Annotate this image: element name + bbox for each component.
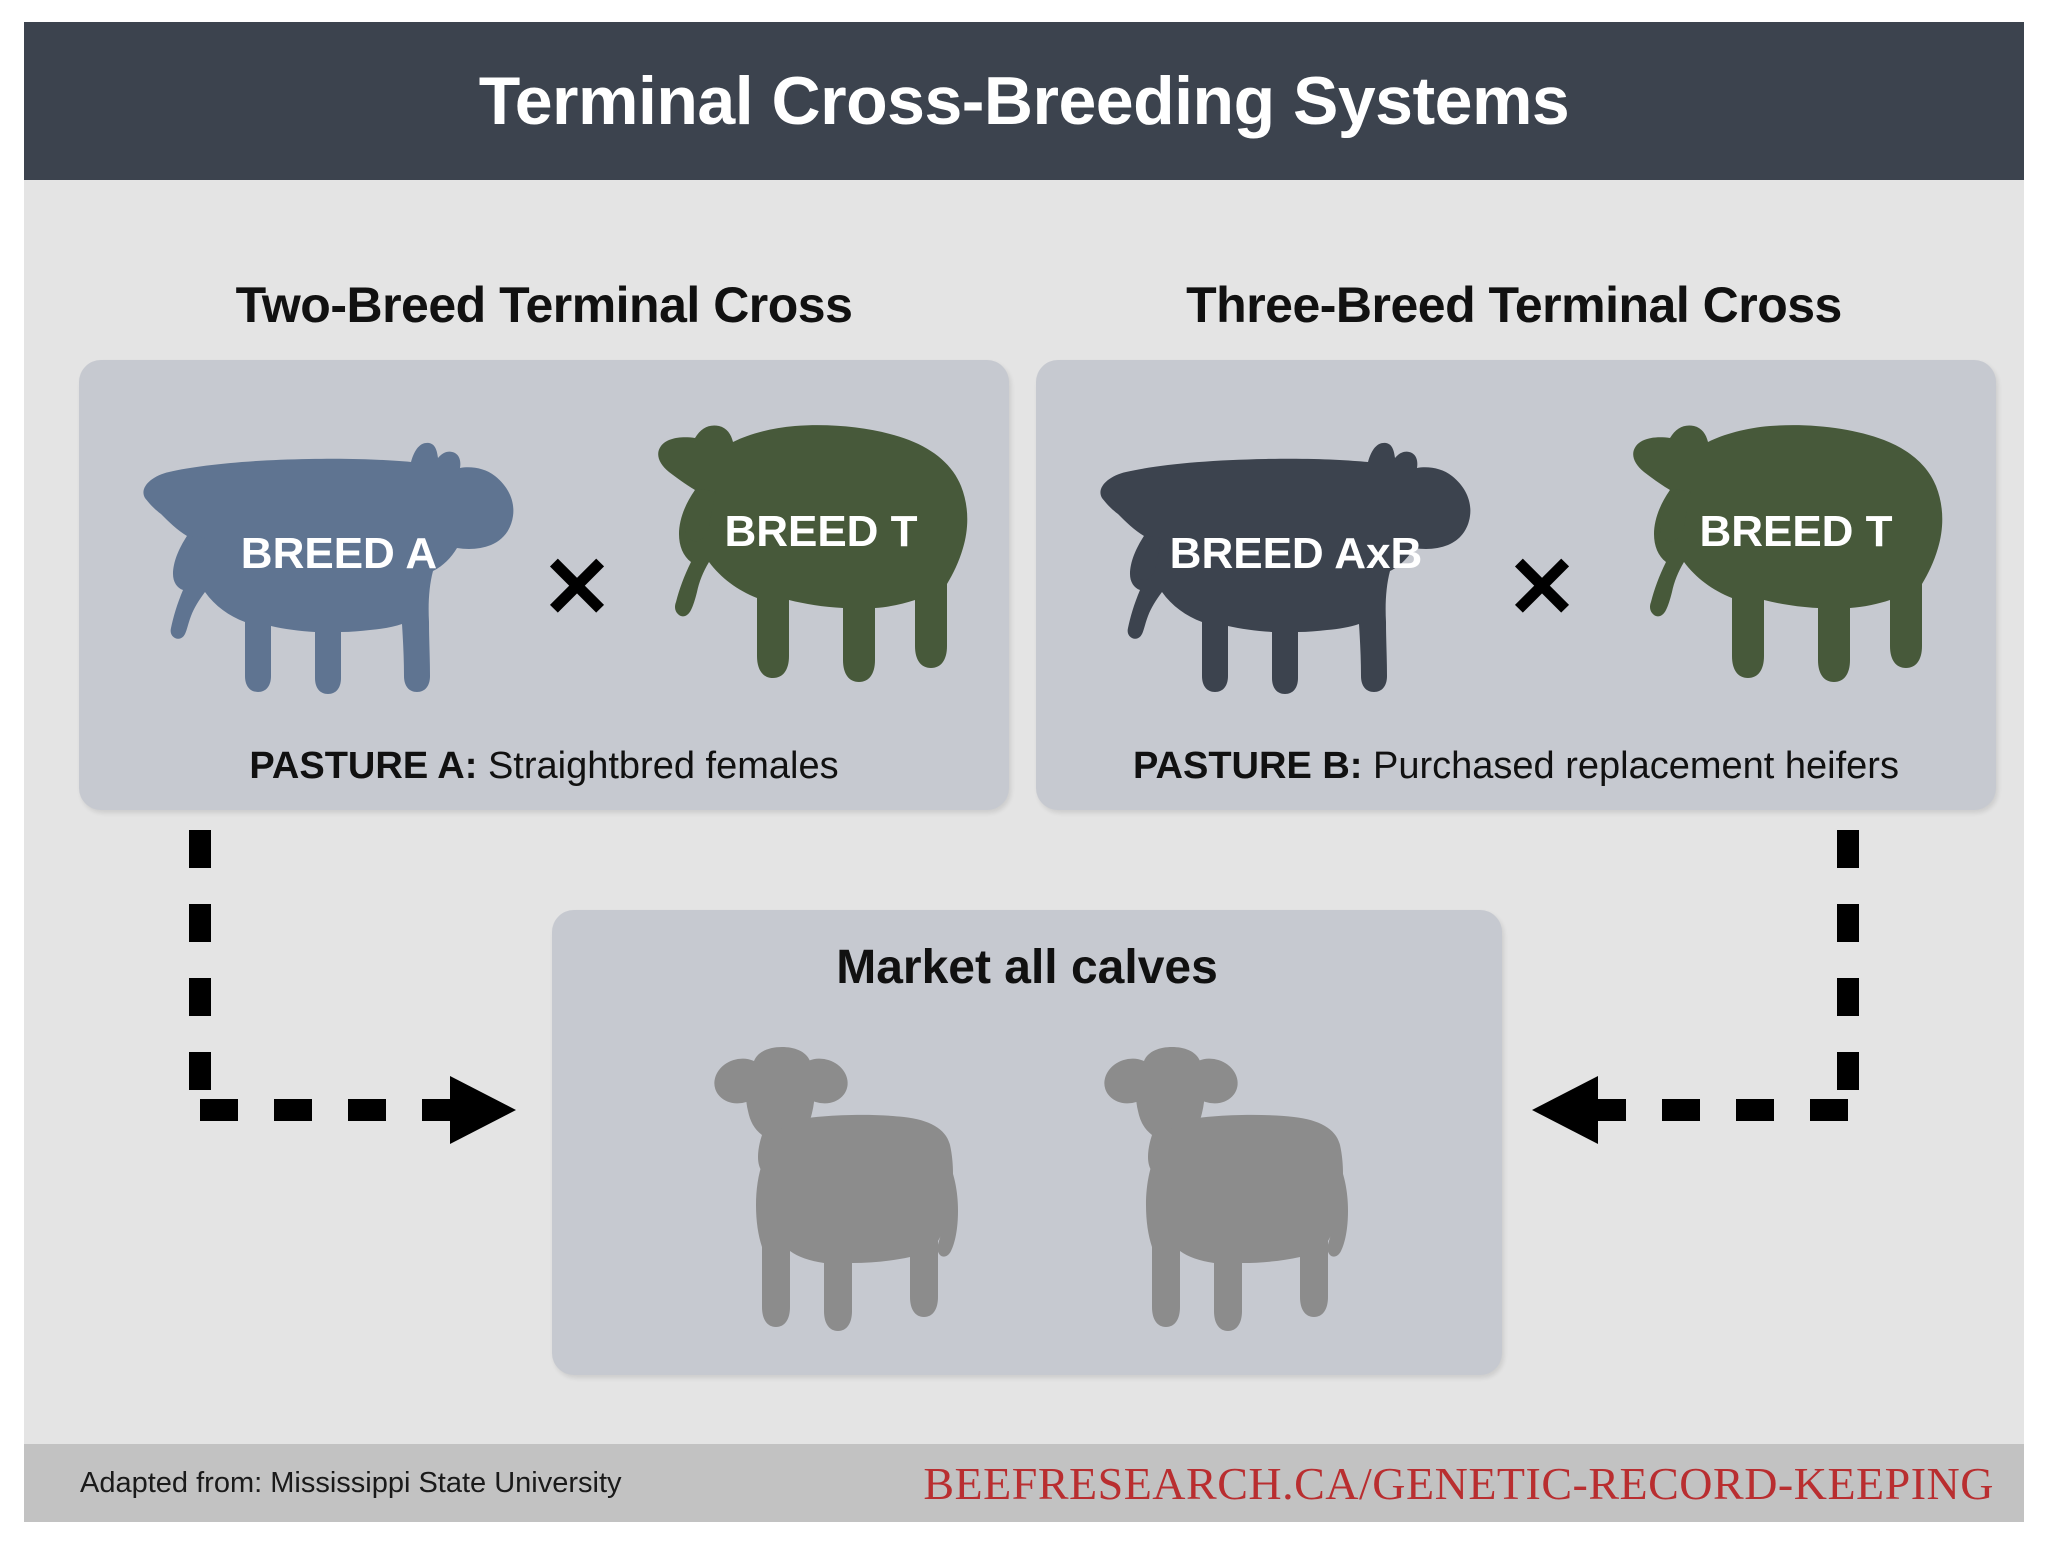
bull-icon: BREED T: [1633, 425, 1943, 682]
arrowhead-right: [450, 1076, 516, 1144]
pasture-a-caption: PASTURE A: Straightbred females: [79, 745, 1009, 788]
calf-icon: [1104, 1047, 1348, 1331]
calf-group-1: [692, 1045, 992, 1350]
market-title: Market all calves: [836, 941, 1218, 994]
breed-t-bull-group-left: BREED T: [609, 380, 1009, 725]
footer-url-link[interactable]: BEEFRESEARCH.CA/GENETIC-RECORD-KEEPING: [923, 1457, 1994, 1509]
breed-axb-label: BREED AxB: [1170, 529, 1423, 578]
pasture-panel-a: BREED A ✕ BREED T PASTURE A: Straightbre…: [79, 360, 1009, 810]
section-title-three-breed: Three-Breed Terminal Cross: [1186, 277, 1842, 333]
pasture-b-prefix: PASTURE B:: [1133, 745, 1363, 787]
breed-t-label-left: BREED T: [724, 507, 917, 556]
pasture-a-prefix: PASTURE A:: [249, 745, 478, 787]
cross-icon-right: ✕: [1506, 540, 1579, 636]
page-title: Terminal Cross-Breeding Systems: [478, 63, 1570, 139]
footer-bar: Adapted from: Mississippi State Universi…: [24, 1444, 2024, 1522]
breed-t-bull-group-right: BREED T: [1584, 380, 1984, 725]
calf-icon: [714, 1047, 958, 1331]
breed-a-cow-group: BREED A: [99, 390, 579, 725]
cow-icon: BREED A: [143, 442, 514, 694]
pasture-b-text: Purchased replacement heifers: [1362, 745, 1899, 787]
market-all-calves-panel: Market all calves: [552, 910, 1502, 1375]
pasture-b-caption: PASTURE B: Purchased replacement heifers: [1036, 745, 1996, 788]
calf-group-2: [1082, 1045, 1382, 1350]
breed-axb-cow-group: BREED AxB: [1056, 390, 1536, 725]
arrow-right-icon: [189, 830, 516, 1144]
cross-icon-left: ✕: [541, 540, 614, 636]
pasture-a-text: Straightbred females: [477, 745, 839, 787]
footer-credit: Adapted from: Mississippi State Universi…: [80, 1466, 622, 1499]
arrow-left-icon: [1532, 830, 1859, 1144]
header-bar: Terminal Cross-Breeding Systems: [24, 22, 2024, 180]
section-title-two-breed: Two-Breed Terminal Cross: [235, 277, 853, 333]
diagram-canvas: Two-Breed Terminal Cross Three-Breed Ter…: [24, 180, 2024, 1444]
breed-t-label-right: BREED T: [1699, 507, 1892, 556]
bull-icon: BREED T: [658, 425, 968, 682]
arrowhead-left: [1532, 1076, 1598, 1144]
cow-icon: BREED AxB: [1100, 442, 1471, 694]
breed-a-label: BREED A: [241, 529, 437, 578]
pasture-panel-b: BREED AxB ✕ BREED T PASTURE B: Purchased…: [1036, 360, 1996, 810]
